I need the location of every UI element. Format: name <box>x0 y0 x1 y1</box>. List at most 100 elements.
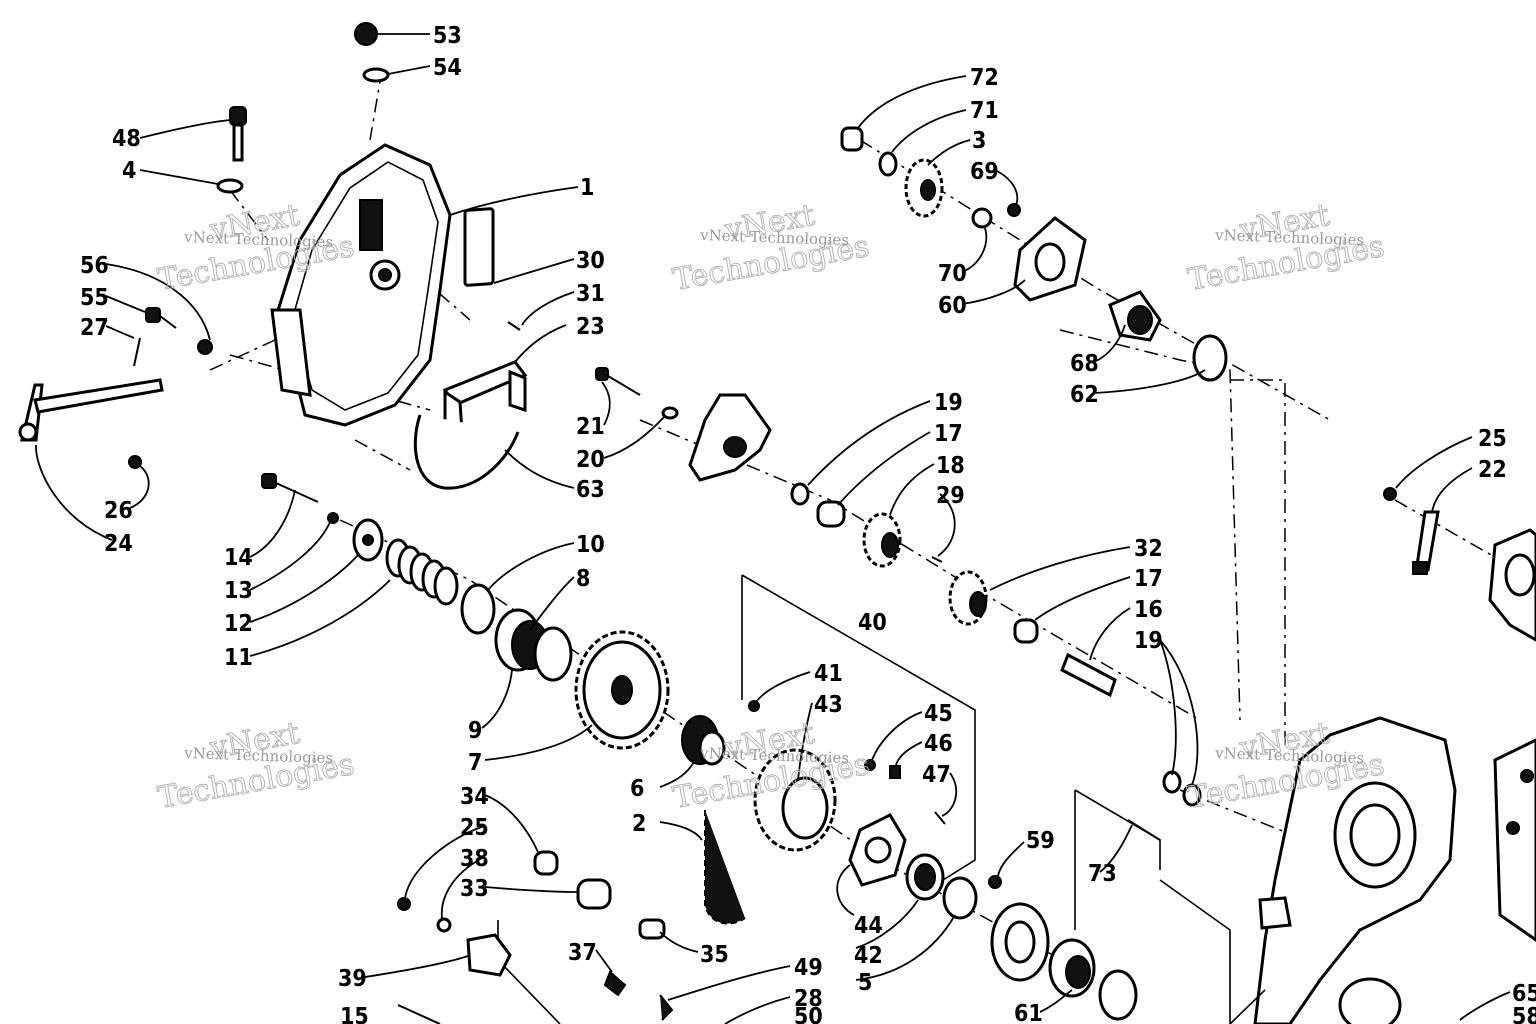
callout-3: 3 <box>972 128 986 154</box>
part-plate-30 <box>463 207 521 331</box>
callout-53: 53 <box>433 23 462 49</box>
callout-9: 9 <box>468 718 482 744</box>
callout-46: 46 <box>924 731 953 757</box>
callout-69: 69 <box>970 159 999 185</box>
watermark-line: vNext Technologies <box>1214 744 1365 767</box>
callout-13: 13 <box>224 578 253 604</box>
callout-43: 43 <box>814 692 843 718</box>
callout-17: 17 <box>934 421 963 447</box>
callout-25: 25 <box>460 815 489 841</box>
callout-19b: 19 <box>1134 628 1163 654</box>
part-rollers-33 <box>397 850 674 1024</box>
callout-59: 59 <box>1026 828 1055 854</box>
part-hardware-45 <box>864 759 946 825</box>
callout-12: 12 <box>224 611 253 637</box>
part-flange-lower <box>990 902 1138 1021</box>
callout-10: 10 <box>576 532 605 558</box>
callout-24: 24 <box>104 531 133 557</box>
callout-22: 22 <box>1478 457 1507 483</box>
callout-34: 34 <box>460 784 489 810</box>
callout-45: 45 <box>924 701 953 727</box>
part-bolt-55 <box>133 307 213 367</box>
callout-47: 47 <box>922 762 951 788</box>
callout-38: 38 <box>460 846 489 872</box>
callout-44: 44 <box>854 913 883 939</box>
callout-labels: 53 54 48 4 1 30 31 23 56 55 27 26 24 21 … <box>80 23 1536 1024</box>
callout-26: 26 <box>104 498 133 524</box>
callout-72: 72 <box>970 65 999 91</box>
callout-48: 48 <box>112 126 141 152</box>
callout-56: 56 <box>80 253 109 279</box>
callout-18: 18 <box>936 453 965 479</box>
callout-2: 2 <box>632 811 646 837</box>
callout-33: 33 <box>460 876 489 902</box>
part-sprocket-43 <box>748 700 837 852</box>
part-driven-parts <box>840 126 1228 382</box>
callout-63: 63 <box>576 477 605 503</box>
callout-68: 68 <box>1070 351 1099 377</box>
callout-23: 23 <box>576 314 605 340</box>
part-stud-73 <box>988 819 1161 889</box>
part-right-bracket-22 <box>1383 487 1536 642</box>
watermark-line: vNext Technologies <box>699 226 850 249</box>
part-spring-11 <box>352 518 459 606</box>
callout-5: 5 <box>858 970 872 996</box>
callout-20: 20 <box>576 447 605 473</box>
part-lever-24 <box>18 378 164 469</box>
callout-15: 15 <box>340 1004 369 1024</box>
callout-19: 19 <box>934 390 963 416</box>
callout-1: 1 <box>580 175 594 201</box>
callout-73: 73 <box>1088 861 1117 887</box>
leader-lines <box>35 33 1511 1024</box>
callout-70: 70 <box>938 261 967 287</box>
callout-28: 28 <box>794 986 823 1012</box>
part-bolt-48 <box>216 106 247 194</box>
watermark-line: vNext Technologies <box>1214 226 1365 249</box>
callout-35: 35 <box>700 942 729 968</box>
callout-39: 39 <box>338 966 367 992</box>
watermark-line: vNext Technologies <box>183 228 334 251</box>
callout-17b: 17 <box>1134 566 1163 592</box>
callout-50: 50 <box>794 1004 823 1024</box>
part-bolt-14 <box>261 473 339 524</box>
callout-8: 8 <box>576 566 590 592</box>
callout-62: 62 <box>1070 382 1099 408</box>
callout-30: 30 <box>576 248 605 274</box>
callout-58: 58 <box>1512 1004 1536 1024</box>
callout-60: 60 <box>938 293 967 319</box>
callout-55: 55 <box>80 285 109 311</box>
part-housing-small <box>595 367 772 482</box>
watermark-line: vNext Technologies <box>183 744 334 767</box>
callout-27: 27 <box>80 315 109 341</box>
part-bearing-42 <box>905 853 978 920</box>
callout-32: 32 <box>1134 536 1163 562</box>
callout-6: 6 <box>630 776 644 802</box>
part-plate-44 <box>848 813 907 887</box>
callout-40: 40 <box>858 610 887 636</box>
callout-49: 49 <box>794 955 823 981</box>
watermark-line: vNext Technologies <box>699 744 850 767</box>
part-chain-2 <box>704 810 746 925</box>
part-cap-53 <box>354 22 390 83</box>
callout-25b: 25 <box>1478 426 1507 452</box>
part-chaincase-cover-1 <box>270 143 452 427</box>
callout-16: 16 <box>1134 597 1163 623</box>
part-gear-6 <box>681 715 726 766</box>
callout-61: 61 <box>1014 1001 1043 1024</box>
callout-21: 21 <box>576 414 605 440</box>
part-chaincase-housing <box>1229 716 1536 1024</box>
callout-65: 65 <box>1512 981 1536 1007</box>
part-hub-9 <box>460 583 573 682</box>
callout-42: 42 <box>854 943 883 969</box>
callout-11: 11 <box>224 645 253 671</box>
callout-37: 37 <box>568 940 597 966</box>
part-sprocket-7 <box>574 630 670 750</box>
callout-71: 71 <box>970 98 999 124</box>
callout-54: 54 <box>433 55 462 81</box>
watermark-top-mid: vNext Technologies <box>670 197 873 298</box>
part-jackshaft-parts <box>790 482 1202 807</box>
callout-31: 31 <box>576 281 605 307</box>
callout-14: 14 <box>224 545 253 571</box>
callout-4: 4 <box>122 158 136 184</box>
